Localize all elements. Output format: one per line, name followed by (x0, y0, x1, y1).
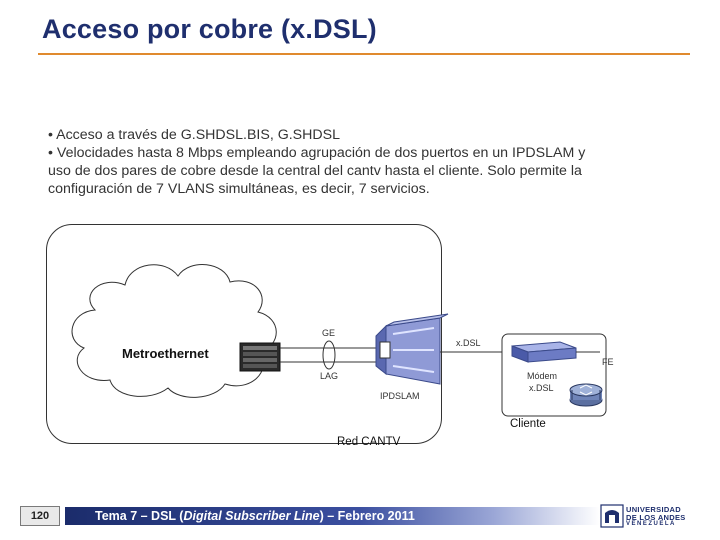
logo-line-2: DE LOS ANDES (626, 512, 686, 522)
modem-label-line-2: x.DSL (529, 383, 554, 393)
title-divider (38, 53, 690, 55)
bullet-item: • Velocidades hasta 8 Mbps empleando agr… (48, 145, 586, 197)
ge-label: GE (322, 328, 336, 338)
network-label: Red CANTV (337, 436, 401, 448)
cloud-label: Metroethernet (122, 346, 209, 361)
modem-icon (511, 341, 577, 363)
modem-label-line-1: Módem (527, 371, 558, 381)
metroethernet-cloud (71, 264, 277, 398)
lag-label: LAG (320, 371, 339, 381)
university-name: UNIVERSIDAD DE LOS ANDES VENEZUELA (626, 506, 686, 529)
footer-text-prefix: Tema 7 – DSL ( (95, 509, 184, 523)
footer-text-suffix: ) – Febrero 2011 (319, 509, 415, 523)
xdsl-label: x.DSL (456, 338, 481, 348)
slide-title: Acceso por cobre (x.DSL) (42, 14, 377, 44)
logo-line-3: VENEZUELA (626, 521, 676, 527)
fe-label: FE (602, 357, 614, 367)
logo-line-1: UNIVERSIDAD (626, 505, 681, 514)
ipdslam-label: IPDSLAM (380, 391, 420, 401)
page-number: 120 (20, 506, 60, 526)
client-router-icon (569, 383, 603, 407)
footer-text-italic: Digital Subscriber Line (183, 509, 320, 523)
cantv-network-frame (46, 224, 442, 444)
footer: 120 Tema 7 – DSL (Digital Subscriber Lin… (20, 504, 700, 528)
university-crest-icon (600, 504, 624, 528)
lag-ellipse (322, 340, 336, 370)
footer-text: Tema 7 – DSL (Digital Subscriber Line) –… (95, 509, 415, 523)
cliente-label: Cliente (510, 418, 546, 430)
metro-switch-icon (239, 342, 281, 372)
university-logo: UNIVERSIDAD DE LOS ANDES VENEZUELA (600, 504, 700, 528)
bullet-list: • Acceso a través de G.SHDSL.BIS, G.SHDS… (48, 126, 608, 198)
ipdslam-icon (375, 313, 449, 385)
footer-bar (65, 507, 600, 525)
bullet-item: • Acceso a través de G.SHDSL.BIS, G.SHDS… (48, 127, 340, 143)
